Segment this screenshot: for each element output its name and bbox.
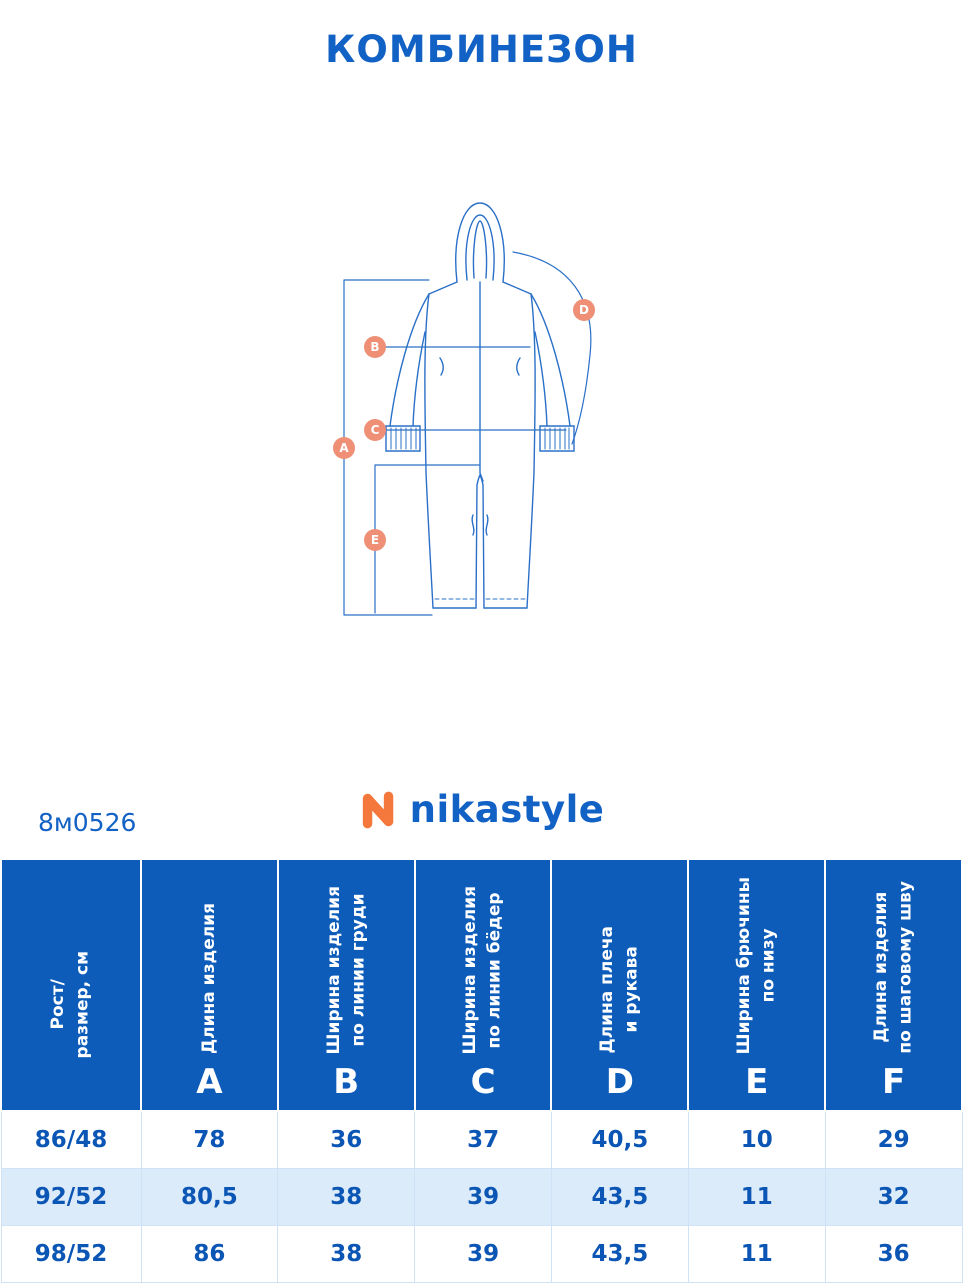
header-col-c-letter: C bbox=[470, 1062, 496, 1102]
article-number: 8м0526 bbox=[38, 808, 137, 837]
header-col-e-letter: E bbox=[745, 1062, 769, 1102]
row-2-value-c: 39 bbox=[414, 1224, 552, 1283]
row-1-value-e: 11 bbox=[687, 1167, 826, 1226]
size-table: Рост/ размер, см Длина изделия A Ширина … bbox=[0, 858, 963, 1283]
header-col-b-letter: B bbox=[333, 1062, 360, 1102]
header-col-f: Длина изделия по шаговому шву F bbox=[824, 858, 963, 1112]
header-col-d: Длина плеча и рукава D bbox=[550, 858, 690, 1112]
row-2-value-f: 36 bbox=[824, 1224, 963, 1283]
header-col-f-letter: F bbox=[881, 1062, 906, 1102]
header-col-a-desc: Длина изделия bbox=[199, 903, 220, 1054]
header-col-a-letter: A bbox=[196, 1062, 223, 1102]
row-0-size: 86/48 bbox=[0, 1110, 142, 1169]
table-row: 86/48 78 36 37 40,5 10 29 bbox=[0, 1110, 963, 1169]
size-table-header-row: Рост/ размер, см Длина изделия A Ширина … bbox=[0, 858, 963, 1112]
row-1-value-b: 38 bbox=[277, 1167, 416, 1226]
marker-c-label: C bbox=[371, 423, 380, 437]
marker-c-icon bbox=[364, 419, 386, 441]
jumpsuit-outline-icon bbox=[385, 202, 575, 609]
row-2-value-d: 43,5 bbox=[550, 1224, 689, 1283]
header-col-e: Ширина брючины по низу E bbox=[687, 858, 827, 1112]
header-col-b-desc: Ширина изделия по линии груди bbox=[323, 885, 369, 1054]
header-col-d-letter: D bbox=[605, 1062, 635, 1102]
row-0-value-e: 10 bbox=[687, 1110, 826, 1169]
header-size-label: Рост/ размер, см bbox=[48, 950, 93, 1058]
page-title: КОМБИНЕЗОН bbox=[325, 28, 638, 71]
marker-d-label: D bbox=[579, 303, 589, 317]
row-0-value-b: 36 bbox=[277, 1110, 416, 1169]
row-1-value-a: 80,5 bbox=[140, 1167, 279, 1226]
header-col-f-desc: Длина изделия по шаговому шву bbox=[870, 881, 916, 1054]
row-2-value-a: 86 bbox=[140, 1224, 279, 1283]
brand-logo: nikastyle bbox=[359, 788, 605, 831]
header-size-column: Рост/ размер, см bbox=[0, 858, 142, 1112]
brand-logo-icon bbox=[362, 791, 393, 828]
row-0-value-a: 78 bbox=[140, 1110, 279, 1169]
row-1-value-d: 43,5 bbox=[550, 1167, 689, 1226]
table-row: 92/52 80,5 38 39 43,5 11 32 bbox=[0, 1167, 963, 1226]
header-col-c-desc: Ширина изделия по линии бёдер bbox=[460, 885, 506, 1054]
row-1-value-c: 39 bbox=[414, 1167, 552, 1226]
measurement-lines-icon bbox=[343, 251, 592, 616]
row-2-value-b: 38 bbox=[277, 1224, 416, 1283]
row-0-value-c: 37 bbox=[414, 1110, 552, 1169]
row-1-value-f: 32 bbox=[824, 1167, 963, 1226]
marker-e-label: E bbox=[371, 533, 379, 547]
marker-e-icon bbox=[364, 529, 386, 551]
jumpsuit-measurement-diagram: A B C D E bbox=[333, 202, 595, 616]
header-col-d-desc: Длина плеча и рукава bbox=[597, 926, 642, 1054]
marker-a-label: A bbox=[339, 441, 349, 455]
measurement-markers: A B C D E bbox=[333, 299, 595, 551]
header-col-b: Ширина изделия по линии груди B bbox=[276, 858, 416, 1112]
marker-b-label: B bbox=[370, 340, 379, 354]
brand-logo-text: nikastyle bbox=[409, 788, 605, 831]
marker-b-icon bbox=[364, 336, 386, 358]
row-0-value-f: 29 bbox=[824, 1110, 963, 1169]
marker-d-icon bbox=[573, 299, 595, 321]
table-row: 98/52 86 38 39 43,5 11 36 bbox=[0, 1224, 963, 1283]
header-col-a: Длина изделия A bbox=[140, 858, 279, 1112]
row-1-size: 92/52 bbox=[0, 1167, 142, 1226]
marker-a-icon bbox=[333, 437, 355, 459]
header-col-c: Ширина изделия по линии бёдер C bbox=[413, 858, 553, 1112]
row-0-value-d: 40,5 bbox=[550, 1110, 689, 1169]
row-2-size: 98/52 bbox=[0, 1224, 142, 1283]
header-col-e-desc: Ширина брючины по низу bbox=[734, 876, 779, 1054]
row-2-value-e: 11 bbox=[687, 1224, 826, 1283]
